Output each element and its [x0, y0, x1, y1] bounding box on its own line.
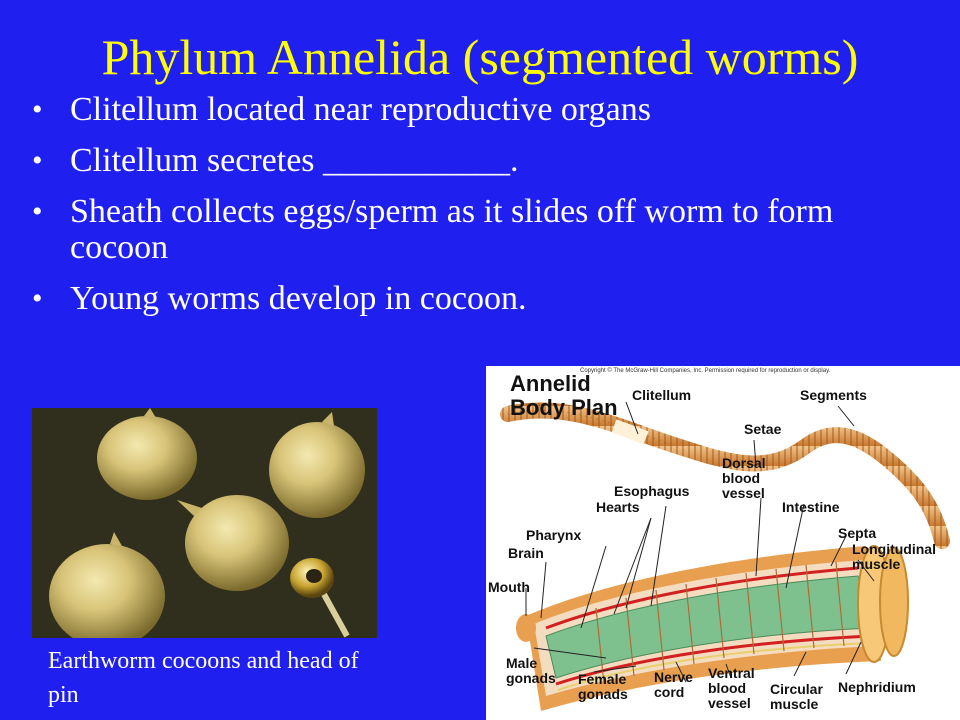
bullet-dot-icon: •: [32, 282, 43, 315]
diagram-title-line2: Body Plan: [510, 395, 618, 420]
bullet-text: Clitellum located near reproductive orga…: [70, 91, 651, 128]
label-brain: Brain: [508, 545, 544, 561]
bullet-text: Sheath collects eggs/sperm as it slides …: [70, 193, 834, 266]
label-hearts: Hearts: [596, 499, 640, 515]
cocoon-photo: [32, 408, 377, 638]
cocoon-photo-image: [32, 408, 377, 638]
bullet-dot-icon: •: [32, 144, 43, 177]
bullet-item: • Sheath collects eggs/sperm as it slides…: [30, 194, 930, 266]
photo-caption: Earthworm cocoons and head of pin: [48, 648, 359, 708]
bullet-dot-icon: •: [32, 195, 43, 228]
bullet-text: Young worms develop in cocoon.: [70, 280, 527, 317]
bullet-text: Clitellum secretes ___________.: [70, 142, 519, 179]
label-septa: Septa: [838, 525, 877, 541]
label-intestine: Intestine: [782, 499, 840, 515]
label-male-gonads: Male gonads: [506, 655, 556, 686]
label-pharynx: Pharynx: [526, 527, 582, 543]
bullet-list: • Clitellum located near reproductive org…: [30, 92, 930, 332]
bullet-item: • Clitellum located near reproductive org…: [30, 92, 930, 128]
bullet-item: • Young worms develop in cocoon.: [30, 281, 930, 317]
label-ventral-blood-vessel: Ventral blood vessel: [708, 665, 755, 711]
label-setae: Setae: [744, 421, 782, 437]
label-circular-muscle: Circular muscle: [770, 681, 823, 712]
diagram-title-line1: Annelid: [510, 371, 591, 396]
label-nerve-cord: Nerve cord: [654, 669, 693, 700]
label-segments: Segments: [800, 387, 867, 403]
label-nephridium: Nephridium: [838, 679, 916, 695]
label-esophagus: Esophagus: [614, 483, 690, 499]
label-dorsal-blood-vessel: Dorsal blood vessel: [722, 455, 766, 501]
label-female-gonads: Female gonads: [578, 671, 628, 702]
bullet-dot-icon: •: [32, 93, 43, 126]
worm-illustration: [500, 401, 950, 711]
label-clitellum: Clitellum: [632, 387, 692, 403]
bullet-item: • Clitellum secretes ___________.: [30, 143, 930, 179]
label-mouth: Mouth: [488, 579, 530, 595]
diagram-title: Annelid Body Plan: [510, 372, 618, 420]
copyright-notice: Copyright © The McGraw-Hill Companies, I…: [580, 368, 831, 374]
annelid-body-plan-diagram: Copyright © The McGraw-Hill Companies, I…: [486, 366, 960, 720]
label-longitudinal-muscle: Longitudinal muscle: [852, 541, 936, 572]
slide-title: Phylum Annelida (segmented worms): [101, 29, 859, 85]
